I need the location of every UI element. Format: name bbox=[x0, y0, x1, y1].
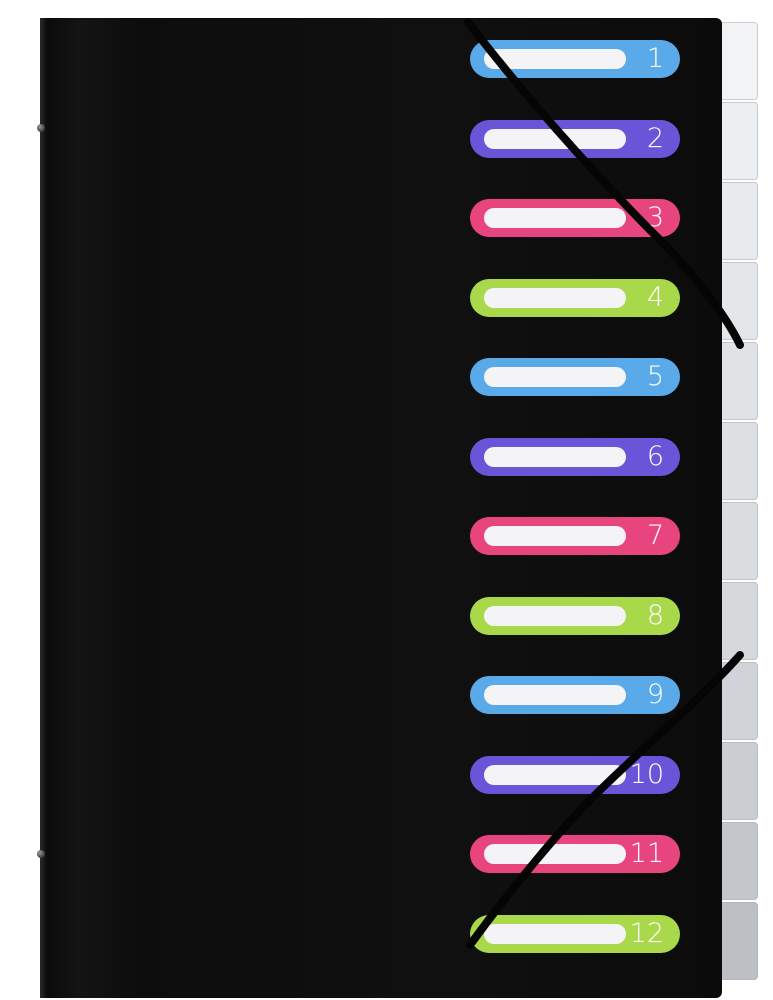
tab-5[interactable]: 5 bbox=[470, 358, 680, 396]
rivet-bottom bbox=[37, 850, 45, 858]
tab-11[interactable]: 11 bbox=[470, 835, 680, 873]
tab-number: 9 bbox=[646, 679, 664, 710]
tab-label-area bbox=[484, 844, 626, 864]
tab-label-area bbox=[484, 128, 626, 149]
cover-spine-edge bbox=[40, 18, 46, 998]
tab-3[interactable]: 3 bbox=[470, 199, 680, 237]
tab-label-area bbox=[484, 923, 626, 944]
tab-number: 11 bbox=[629, 838, 664, 869]
tab-label-area bbox=[484, 49, 626, 69]
tab-number: 3 bbox=[646, 202, 664, 233]
tab-number: 7 bbox=[646, 520, 664, 551]
tab-8[interactable]: 8 bbox=[470, 596, 680, 635]
elastic-band-upper bbox=[464, 18, 744, 349]
tab-12[interactable]: 12 bbox=[470, 914, 680, 953]
tab-label-area bbox=[484, 287, 626, 308]
tab-number: 5 bbox=[646, 361, 664, 392]
tab-4[interactable]: 4 bbox=[470, 278, 680, 317]
tab-9[interactable]: 9 bbox=[470, 676, 680, 714]
tab-label-area bbox=[484, 685, 626, 705]
tab-label-area bbox=[484, 367, 626, 387]
elastic-band-lower bbox=[466, 651, 744, 949]
tab-6[interactable]: 6 bbox=[470, 437, 680, 476]
tab-label-area bbox=[484, 764, 626, 785]
tab-10[interactable]: 10 bbox=[470, 755, 680, 794]
tab-label-area bbox=[484, 208, 626, 228]
tab-number: 1 bbox=[646, 43, 664, 74]
tab-number: 12 bbox=[629, 917, 664, 949]
tab-number: 4 bbox=[646, 281, 664, 313]
tab-number: 8 bbox=[646, 599, 664, 631]
tab-number: 2 bbox=[646, 122, 664, 154]
tab-number: 10 bbox=[629, 758, 664, 790]
tab-label-area bbox=[484, 605, 626, 626]
tab-number: 6 bbox=[646, 440, 664, 472]
tab-7[interactable]: 7 bbox=[470, 517, 680, 555]
tab-label-area bbox=[484, 526, 626, 546]
rivet-top bbox=[37, 124, 45, 132]
tab-label-area bbox=[484, 446, 626, 467]
